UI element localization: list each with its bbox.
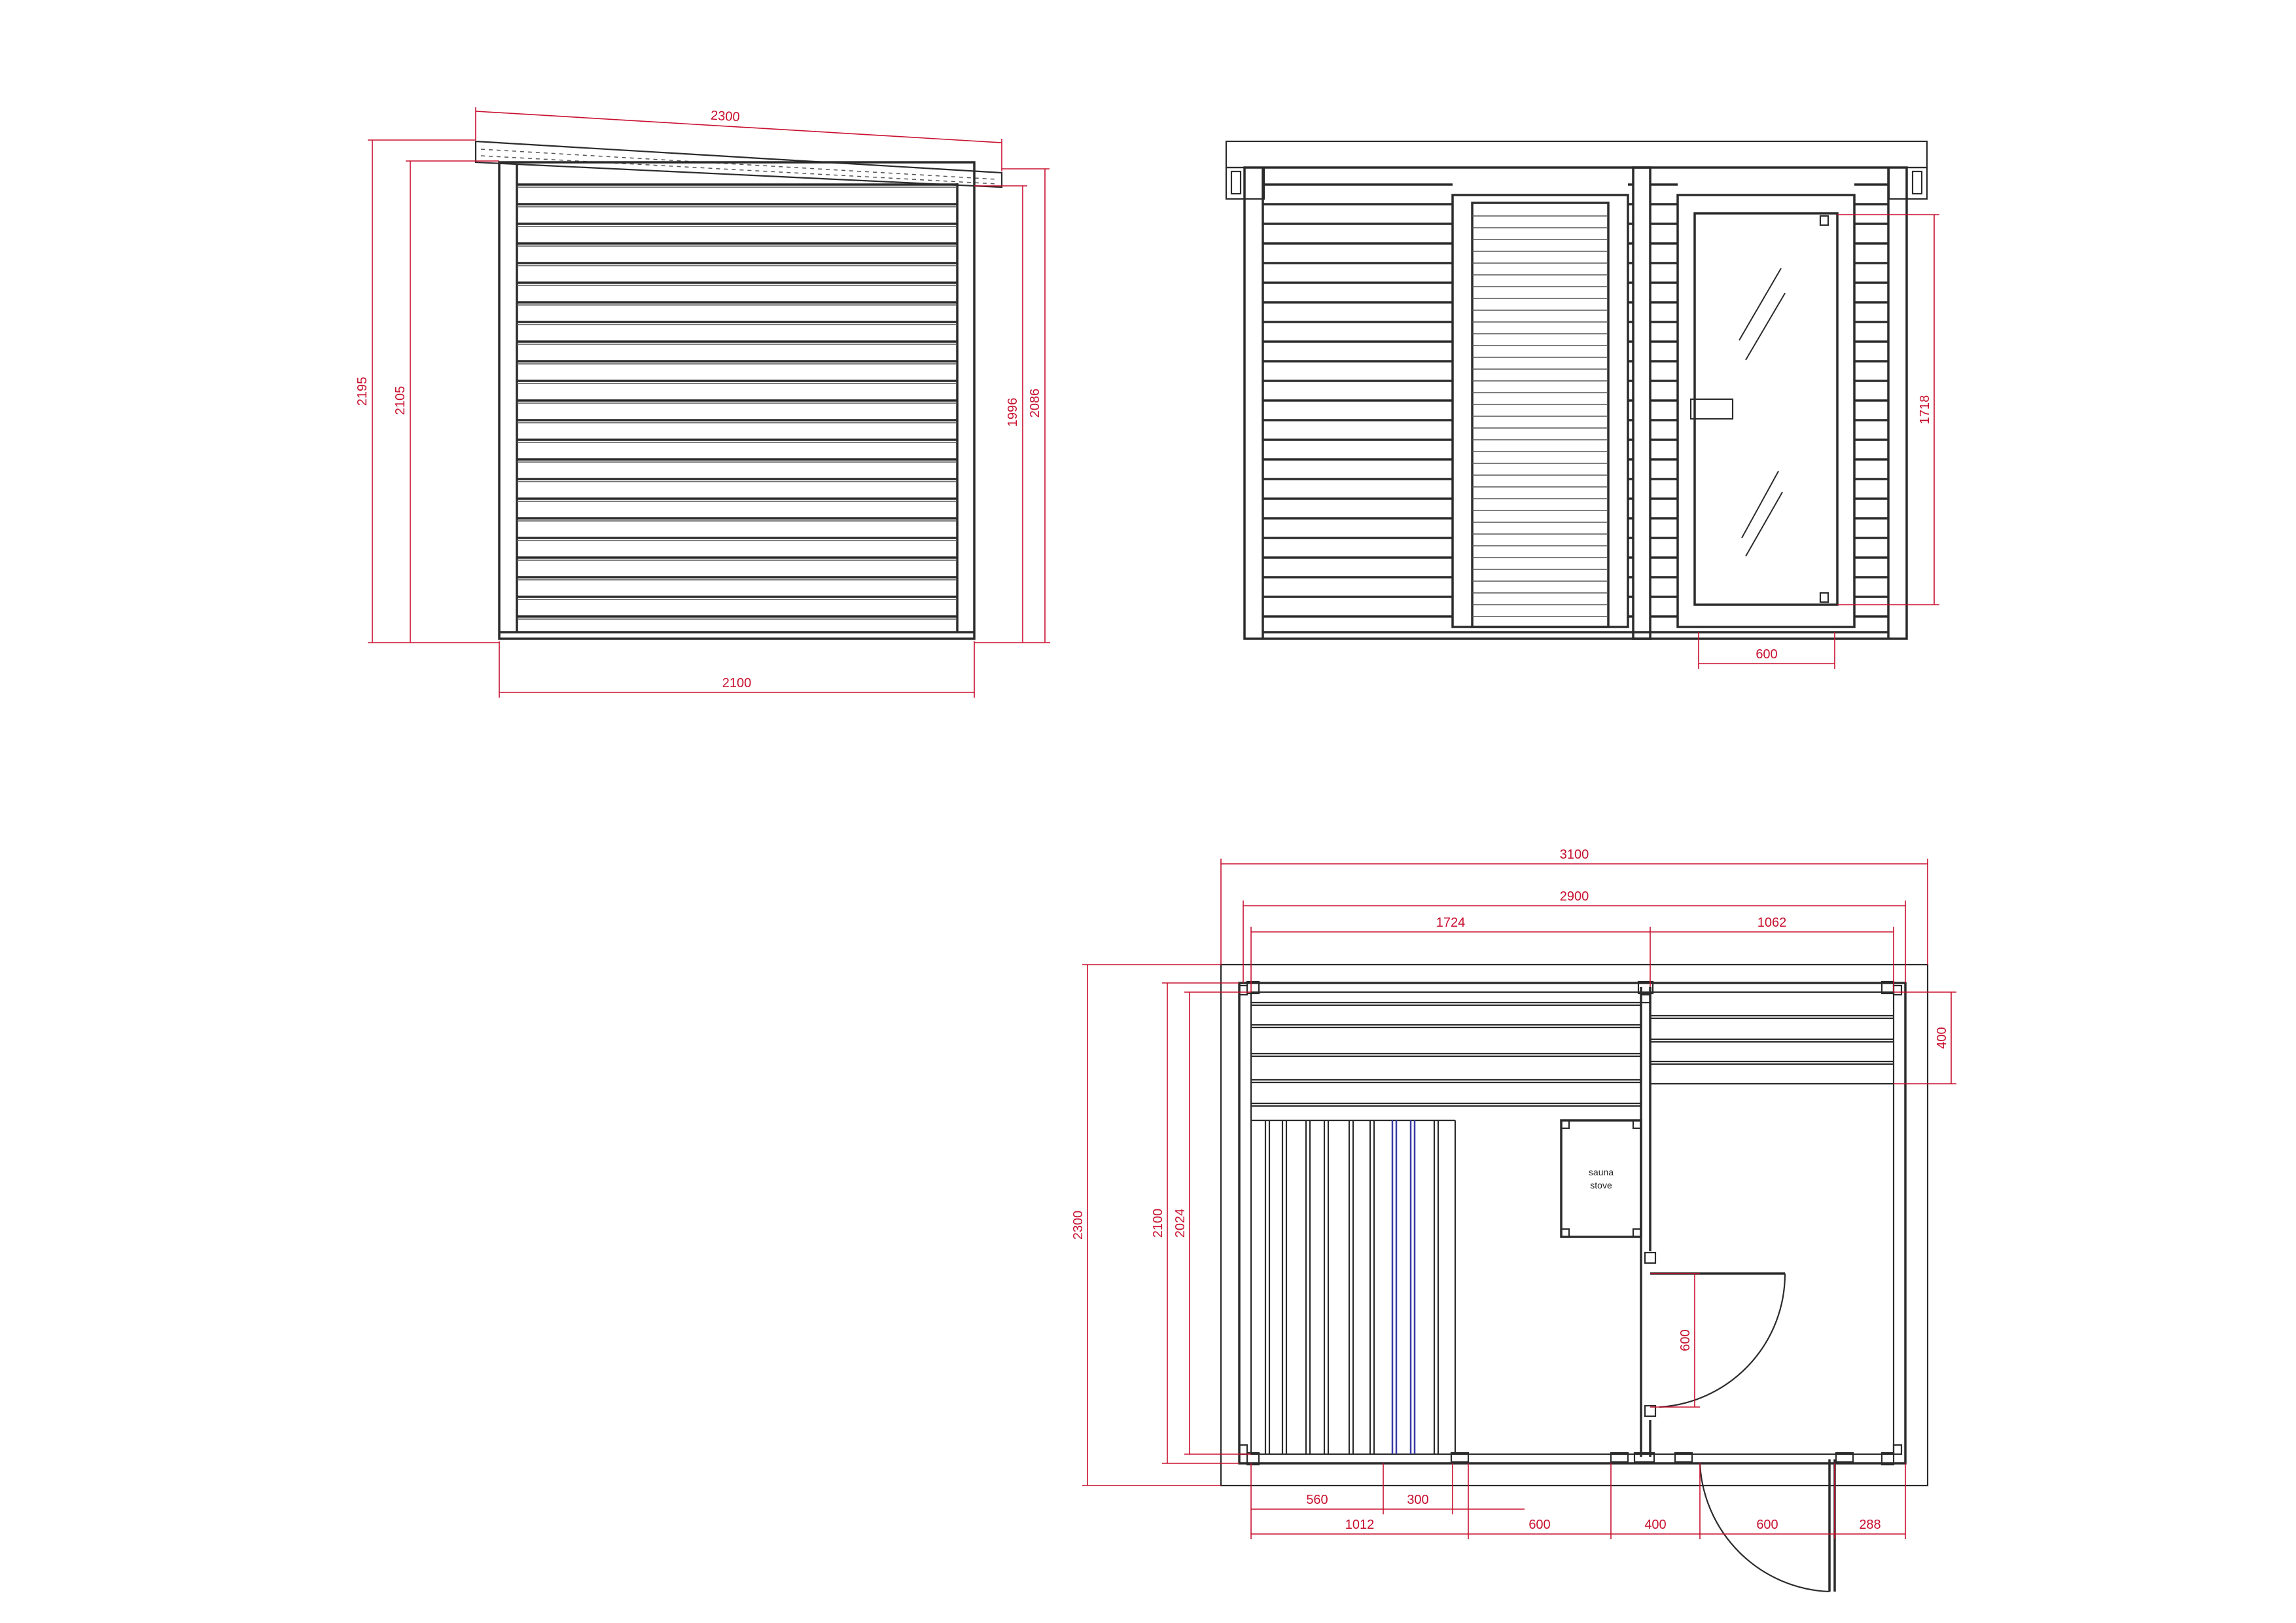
stove-label-line2: stove [1590,1180,1612,1190]
dim-bottom-300: 300 [1407,1493,1428,1507]
interior-door-swing [1650,1272,1786,1408]
lower-bench-slats [1251,1119,1457,1454]
dim-base-width: 2100 [722,676,752,690]
side-elevation: 2300 2100 2195 2105 1996 2086 [355,107,1050,698]
middle-post [1632,166,1651,640]
dim-right-room: 1062 [1757,916,1787,930]
dim-door-opening: 600 [1678,1329,1693,1351]
stove-label-line1: sauna [1589,1167,1614,1177]
front-wall [1243,166,1908,640]
dim-inner-width: 2900 [1560,889,1589,904]
plan-outer-platform [1220,963,1929,1487]
dim-bottom-600b: 600 [1756,1518,1778,1532]
front-elevation: 600 1718 [1225,140,1939,669]
side-wall-planks [517,183,957,620]
dim-height-outer-left: 2195 [355,377,370,406]
plan-walls [1238,982,1907,1465]
window-slats [1472,215,1608,617]
right-room-bench [1650,1014,1894,1085]
dim-depth-2100: 2100 [1151,1209,1165,1238]
dim-door-width: 600 [1756,647,1777,662]
dim-height-outer-right: 2086 [1028,389,1042,418]
dim-total-depth: 2300 [1071,1211,1086,1240]
door-handle [1689,398,1734,420]
dim-door-height: 1718 [1918,395,1932,425]
floor-plan: sauna stove 3100 2900 [1071,847,1956,1593]
dim-depth-2024: 2024 [1173,1209,1188,1238]
front-roof [1225,140,1928,169]
glass-door [1676,194,1856,628]
door-hinge-top [1819,215,1829,226]
dim-bottom-1012: 1012 [1345,1518,1375,1532]
dim-bottom-400: 400 [1644,1518,1666,1532]
dim-bench-depth: 400 [1935,1027,1949,1048]
dim-bottom-560: 560 [1306,1493,1328,1507]
dim-bottom-288: 288 [1859,1518,1881,1532]
dim-height-inner-right: 1996 [1006,398,1020,427]
dim-total-width: 3100 [1560,847,1589,862]
door-hinge-bottom [1819,592,1829,603]
plan-dimensions: 3100 2900 1724 1062 400 2300 [1071,847,1956,1539]
front-dimensions: 600 1718 [1698,214,1939,669]
sauna-stove: sauna stove [1560,1119,1642,1238]
top-bench [1251,1001,1641,1107]
dim-bottom-600a: 600 [1528,1518,1550,1532]
slatted-window [1451,194,1629,628]
front-wall-planks [1263,183,1888,618]
dim-roof-length: 2300 [710,109,740,125]
side-dimensions: 2300 2100 2195 2105 1996 2086 [355,107,1050,698]
roof [474,140,1003,188]
dim-height-inner-left: 2105 [393,386,408,416]
dim-left-room: 1724 [1436,916,1466,930]
